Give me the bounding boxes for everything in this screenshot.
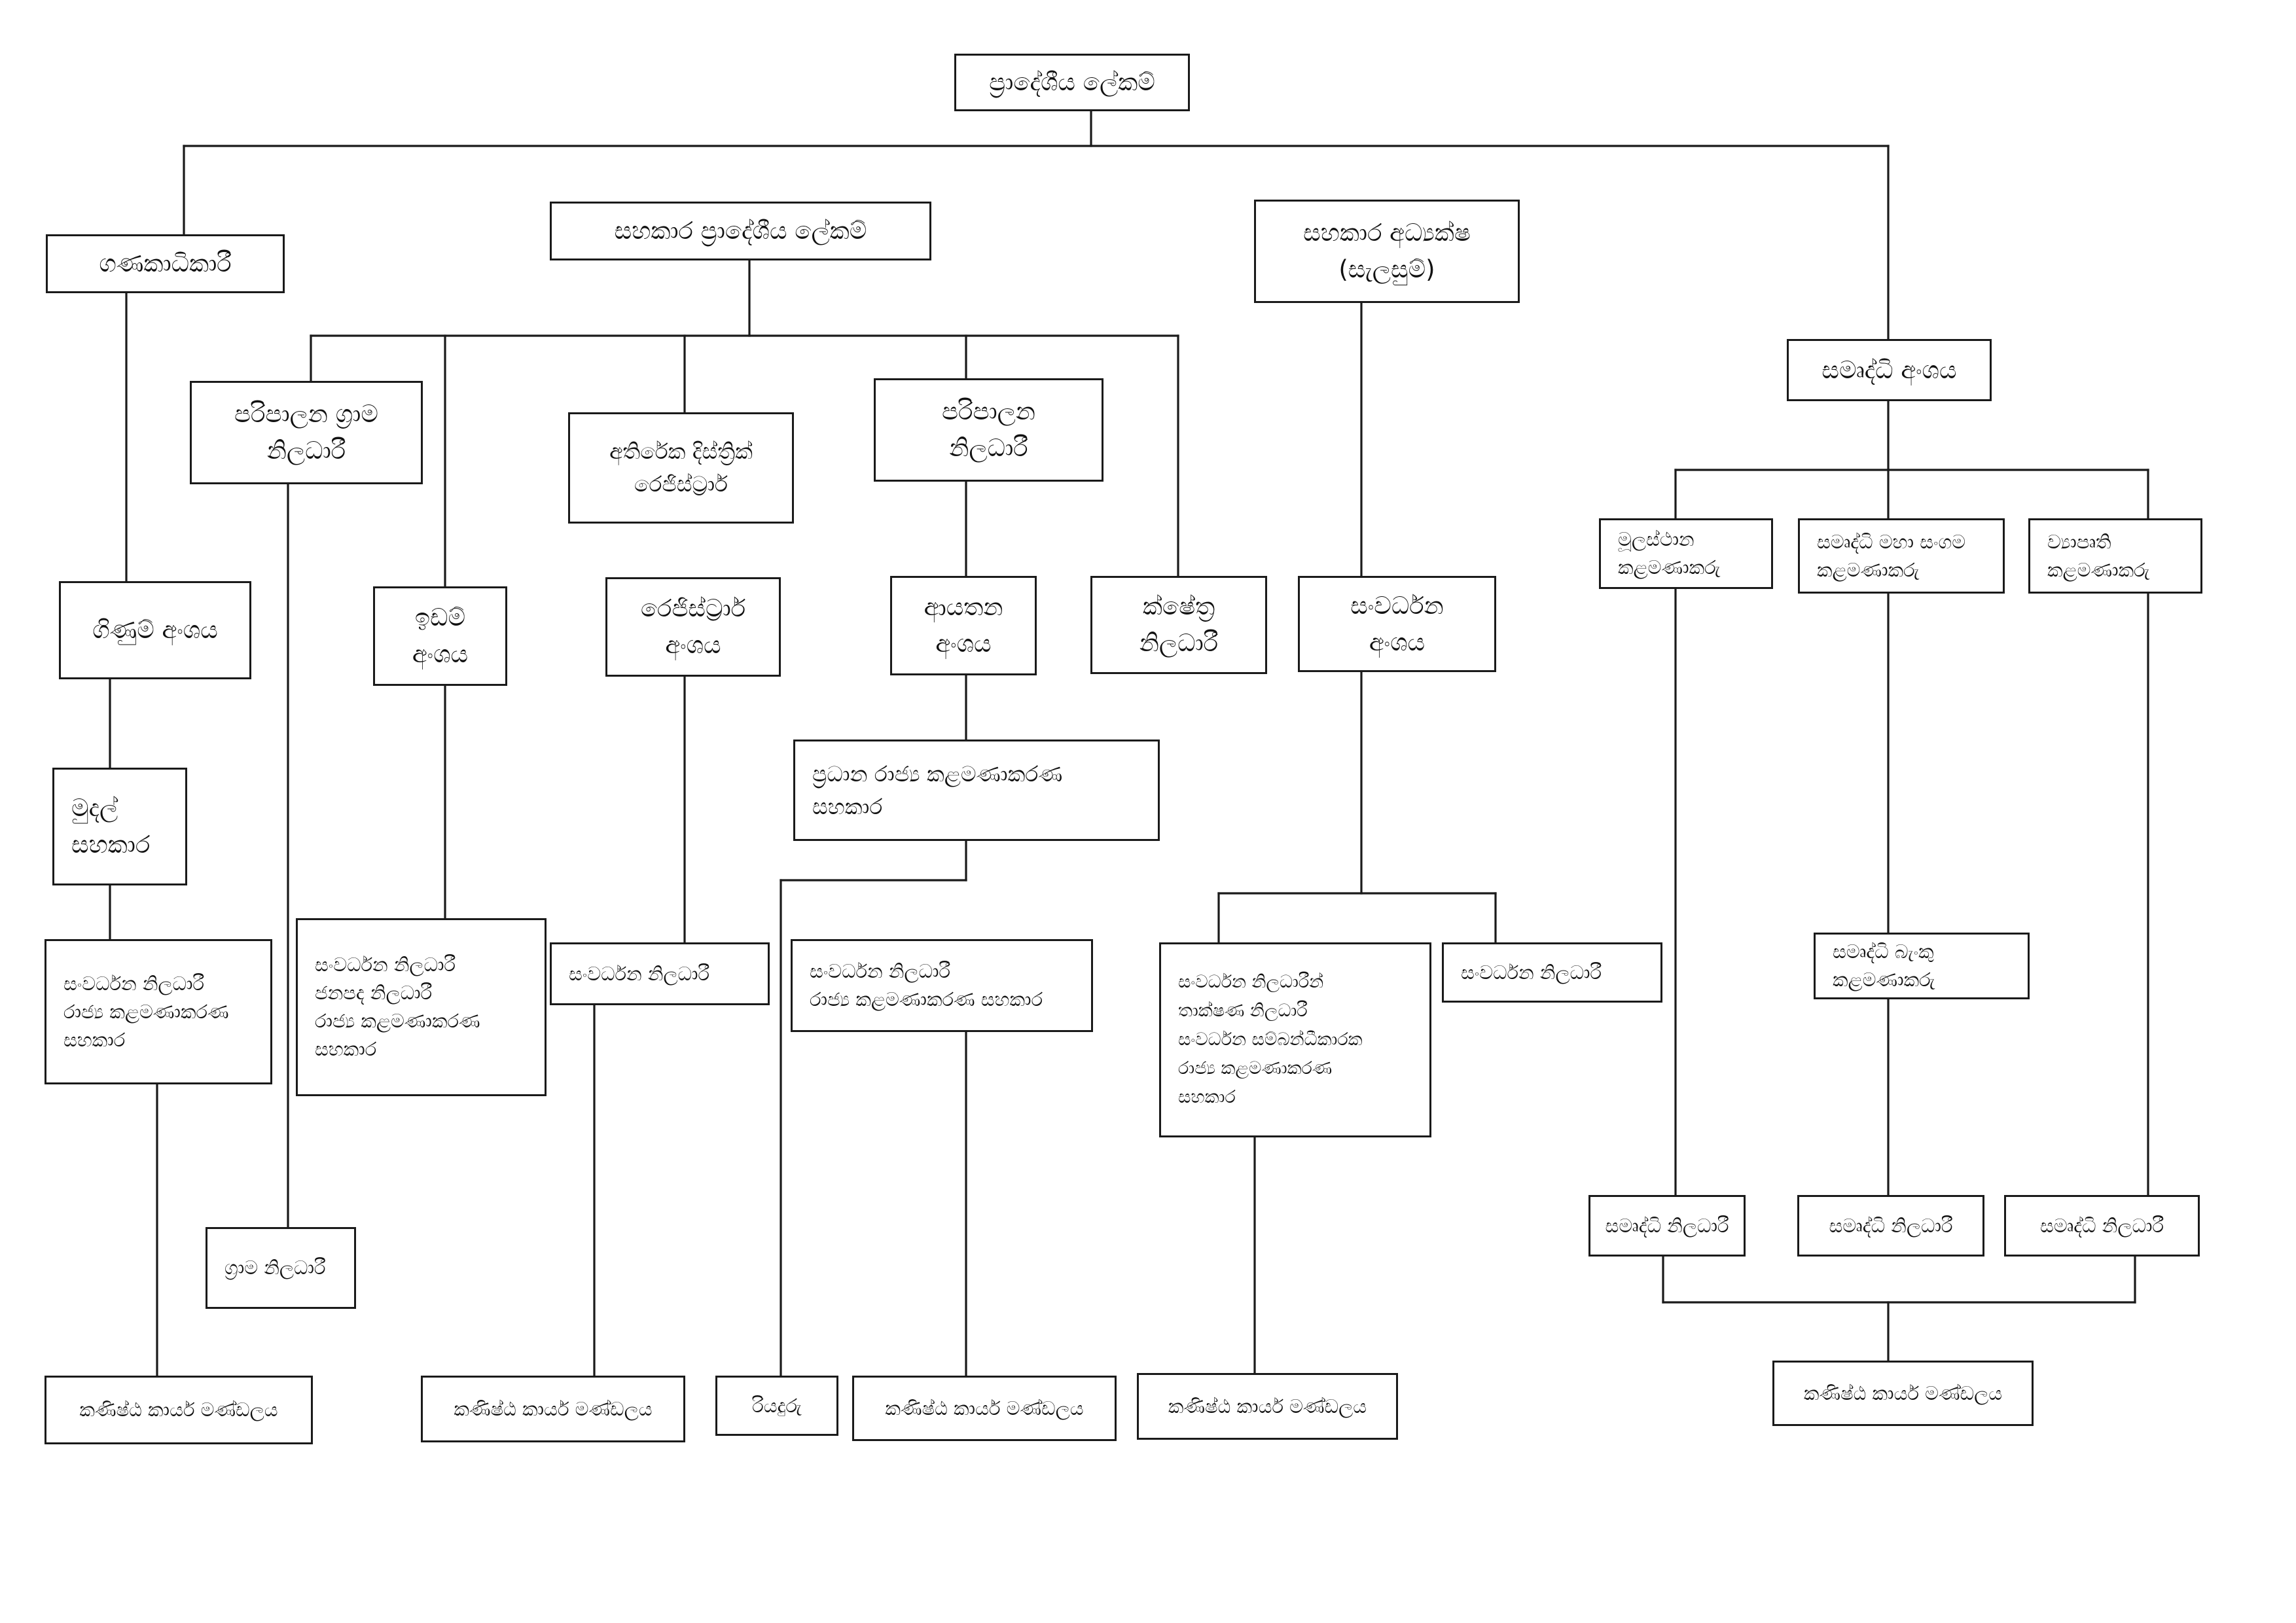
org-box-administrative-officer: පරිපාලන නිලධාරී <box>874 378 1103 482</box>
org-box-registrar-staff: සංවර්ධන නිලධාරී <box>550 942 770 1005</box>
org-box-label: (සැලසුම්) <box>1338 255 1435 283</box>
org-box-field-officer: ක්ෂේත්‍ර නිලධාරී <box>1090 576 1267 674</box>
org-box-development-division: සංවර්ධන අංශය <box>1298 576 1496 672</box>
org-box-label: පරිපාලන ග්‍රාම <box>234 400 378 428</box>
org-box-samurdhi-bank-manager: සමෘද්ධි බැංකු කළමණාකරු <box>1814 933 2030 999</box>
org-box-label: අංශය <box>935 630 992 658</box>
org-box-label: සමෘද්ධි නිලධාරී <box>2039 1214 2164 1237</box>
org-box-development-staff: සංවර්ධන නිලධාරීන් තාක්ෂණ නිලධාරී සංවර්ධන ස… <box>1159 942 1431 1137</box>
org-box-divisional-secretary: ප්‍රාදේශීය ලේකම් <box>954 54 1190 111</box>
org-box-label: සහකාර අධ්‍යක්ෂ <box>1303 219 1471 247</box>
org-box-label: ප්‍රාදේශීය ලේකම් <box>989 68 1155 96</box>
org-box-label: කණිෂ්ඨ කාර්ය මණ්ඩලය <box>1803 1382 2003 1404</box>
org-box-minor-staff-development: කණිෂ්ඨ කාර්ය මණ්ඩලය <box>1137 1373 1398 1440</box>
org-box-label: සංවර්ධන නිලධාරීන් <box>1178 972 1324 992</box>
org-box-additional-district-registrar: අතිරේක දිස්ත්‍රික් රෙජිස්ට්‍රාර් <box>568 412 794 524</box>
org-box-label: අතිරේක දිස්ත්‍රික් <box>609 438 753 464</box>
org-box-label: සංවර්ධන නිලධාරී <box>569 962 710 985</box>
org-box-accounts-staff: සංවර්ධන නිලධාරී රාජ්‍ය කළමණාකරණ සහකාර <box>45 939 272 1084</box>
org-box-label: නිලධාරී <box>1139 629 1219 657</box>
org-box-minor-staff-establishment: කණිෂ්ඨ කාර්ය මණ්ඩලය <box>852 1376 1117 1441</box>
org-box-label: කණිෂ්ඨ කාර්ය මණ්ඩලය <box>79 1399 278 1421</box>
org-box-label: අංශය <box>665 631 721 659</box>
org-box-establishment-staff: සංවර්ධන නිලධාරී රාජ්‍ය කළමණාකරණ සහකාර <box>791 939 1093 1032</box>
org-box-label: සමෘද්ධි නිලධාරී <box>1829 1214 1953 1237</box>
org-box-label: ව්‍යාපෘති <box>2047 530 2111 553</box>
org-box-label: මූලස්ථාන <box>1618 528 1695 550</box>
org-box-label: රියදුරු <box>752 1394 802 1417</box>
org-box-minor-staff-accounts: කණිෂ්ඨ කාර්ය මණ්ඩලය <box>45 1376 313 1444</box>
org-box-label: රාජ්‍ය කළමණාකරණ <box>315 1010 480 1032</box>
org-box-grama-niladhari: ග්‍රාම නිලධාරී <box>206 1227 356 1309</box>
org-box-development-officer: සංවර්ධන නිලධාරී <box>1442 942 1662 1003</box>
org-box-label: සහකාර <box>1178 1087 1236 1107</box>
org-box-label: සමෘද්ධි අංශය <box>1821 355 1957 384</box>
org-box-label: කණිෂ්ඨ කාර්ය මණ්ඩලය <box>454 1397 653 1420</box>
org-box-label: පරිපාලන <box>942 397 1035 425</box>
org-box-label: ගණකාධිකාරී <box>99 249 232 277</box>
org-box-accounts-division: ගිණුම් අංශය <box>59 581 251 679</box>
org-box-label: රෙජිස්ට්‍රාර් <box>640 594 746 622</box>
org-box-label: ජනපද නිලධාරී <box>315 982 433 1004</box>
org-box-label: නිලධාරී <box>949 434 1028 462</box>
org-box-label: සහකාර <box>812 793 883 819</box>
org-box-assistant-divisional-secretary: සහකාර ප්‍රාදේශීය ලේකම් <box>550 202 931 260</box>
org-box-label: කළමණාකරු <box>1817 558 1920 581</box>
org-box-label: ඉඩම් <box>414 603 466 632</box>
org-box-accountant: ගණකාධිකාරී <box>46 234 285 293</box>
org-box-label: සහකාර <box>315 1038 377 1060</box>
org-box-label: සහකාර <box>63 1028 126 1051</box>
org-box-label: සමෘද්ධි බැංකු <box>1833 940 1934 963</box>
org-box-financial-assistant: මුදල් සහකාර <box>52 768 187 885</box>
org-box-label: සංවර්ධන සම්බන්ධීකාරක <box>1178 1029 1363 1050</box>
org-box-label: සංවර්ධන නිලධාරී <box>63 972 205 995</box>
org-box-registrar-division: රෙජිස්ට්‍රාර් අංශය <box>605 577 781 677</box>
org-box-label: සමෘද්ධි මහා සංගම <box>1817 530 1966 553</box>
org-box-label: ප්‍රධාන රාජ්‍ය කළමණාකරණ <box>812 760 1063 787</box>
org-box-label: කළමණාකරු <box>1833 969 1935 991</box>
org-box-label: කණිෂ්ඨ කාර්ය මණ්ඩලය <box>1168 1395 1367 1418</box>
org-box-label: සංවර්ධන නිලධාරී <box>1461 961 1602 984</box>
org-box-label: සංවර්ධන නිලධාරී <box>810 960 951 982</box>
org-box-establishment-division: ආයතන අංශය <box>890 576 1037 675</box>
org-box-samurdhi-maha-sangama-manager: සමෘද්ධි මහා සංගම කළමණාකරු <box>1798 518 2005 594</box>
org-box-label: ගිණුම් අංශය <box>92 616 218 644</box>
org-box-label: රාජ්‍ය කළමණාකරණ <box>63 1000 229 1023</box>
org-box-driver: රියදුරු <box>715 1376 838 1436</box>
org-box-samurdhi-officer-2: සමෘද්ධි නිලධාරී <box>1797 1195 1984 1257</box>
org-box-samurdhi-division: සමෘද්ධි අංශය <box>1787 339 1992 401</box>
org-box-label: රාජ්‍ය කළමණාකරණ <box>1178 1058 1333 1079</box>
org-box-label: නිලධාරී <box>266 437 346 465</box>
org-box-label: කළමණාකරු <box>1618 556 1721 579</box>
org-box-label: ආයතන <box>924 593 1003 621</box>
org-box-land-staff: සංවර්ධන නිලධාරී ජනපද නිලධාරී රාජ්‍ය කළමණාක… <box>296 918 547 1096</box>
org-box-label: සංවර්ධන නිලධාරී <box>315 954 456 976</box>
org-box-label: ග්‍රාම නිලධාරී <box>224 1257 326 1279</box>
org-box-land-division: ඉඩම් අංශය <box>373 586 507 686</box>
org-box-label: අංශය <box>1369 628 1426 656</box>
org-box-label: කණිෂ්ඨ කාර්ය මණ්ඩලය <box>885 1397 1084 1419</box>
org-box-admin-grama-niladhari: පරිපාලන ග්‍රාම නිලධාරී <box>190 381 423 484</box>
org-box-label: සංවර්ධන <box>1350 591 1444 620</box>
org-box-label: සහකාර ප්‍රාදේශීය ලේකම් <box>614 217 867 245</box>
org-box-chief-management-assistant: ප්‍රධාන රාජ්‍ය කළමණාකරණ සහකාර <box>793 740 1160 841</box>
org-box-label: සමෘද්ධි නිලධාරී <box>1605 1214 1729 1237</box>
org-box-assistant-director-planning: සහකාර අධ්‍යක්ෂ (සැලසුම්) <box>1254 200 1520 303</box>
org-box-minor-staff-samurdhi: කණිෂ්ඨ කාර්ය මණ්ඩලය <box>1772 1361 2034 1426</box>
org-box-minor-staff-land: කණිෂ්ඨ කාර්ය මණ්ඩලය <box>421 1376 685 1442</box>
org-box-label: කළමණාකරු <box>2047 558 2150 581</box>
org-box-label: ක්ෂේත්‍ර <box>1142 592 1215 620</box>
org-box-project-manager: ව්‍යාපෘති කළමණාකරු <box>2028 518 2202 594</box>
org-box-label: අංශය <box>412 640 469 668</box>
org-box-label: රාජ්‍ය කළමණාකරණ සහකාර <box>810 988 1043 1010</box>
org-box-samurdhi-officer-1: සමෘද්ධි නිලධාරී <box>1588 1195 1746 1257</box>
org-box-label: රෙජිස්ට්‍රාර් <box>634 471 728 497</box>
org-box-mulasthana-manager: මූලස්ථාන කළමණාකරු <box>1599 518 1773 589</box>
org-box-label: මුදල් <box>71 794 118 822</box>
org-box-label: සහකාර <box>71 830 151 859</box>
org-box-samurdhi-officer-3: සමෘද්ධි නිලධාරී <box>2004 1195 2200 1257</box>
org-box-label: තාක්ෂණ නිලධාරී <box>1178 1001 1308 1021</box>
